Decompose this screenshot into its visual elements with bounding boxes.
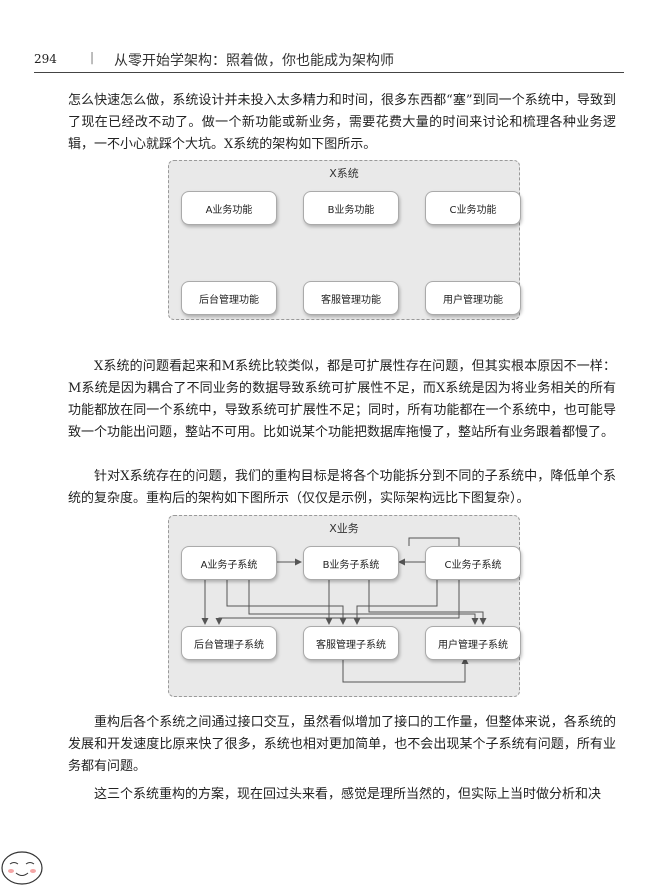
box-user-function: 用户管理功能 — [425, 281, 521, 315]
box-service-subsystem: 客服管理子系统 — [303, 626, 399, 660]
page-number: 294 — [34, 52, 57, 66]
figure-x-system: X系统 A业务功能 B业务功能 C业务功能 后台管理功能 客服管理功能 用户管理… — [168, 160, 521, 320]
paragraph-goal: 针对X系统存在的问题，我们的重构目标是将各个功能拆分到不同的子系统中，降低单个系… — [68, 469, 616, 506]
box-service-function: 客服管理功能 — [303, 281, 399, 315]
box-c-subsystem: C业务子系统 — [425, 546, 521, 580]
box-a-subsystem: A业务子系统 — [181, 546, 277, 580]
box-b-function: B业务功能 — [303, 191, 399, 225]
figure-title: X系统 — [329, 167, 359, 180]
page-header: 294 | 从零开始学架构：照着做，你也能成为架构师 — [34, 50, 624, 73]
box-a-function: A业务功能 — [181, 191, 277, 225]
paragraph-reflection: 这三个系统重构的方案，现在回过头来看，感觉是理所当然的，但实际上当时做分析和决 — [94, 787, 602, 802]
box-b-subsystem: B业务子系统 — [303, 546, 399, 580]
box-user-subsystem: 用户管理子系统 — [425, 626, 521, 660]
figure-title: X业务 — [329, 522, 359, 535]
figure-x-business: X业务 A业务子系统 B业务子系统 C业务子系统 后台管理子系统 客服管理子系统… — [168, 515, 521, 697]
box-admin-subsystem: 后台管理子系统 — [181, 626, 277, 660]
paragraph-problem: X系统的问题看起来和M系统比较类似，都是可扩展性存在问题，但其实根本原因不一样：… — [68, 359, 616, 440]
header-separator: | — [90, 50, 95, 64]
book-title: 从零开始学架构：照着做，你也能成为架构师 — [114, 53, 394, 69]
box-admin-function: 后台管理功能 — [181, 281, 277, 315]
paragraph-intro: 怎么快速怎么做，系统设计并未投入太多精力和时间，很多东西都“塞”到同一个系统中，… — [68, 93, 616, 152]
paragraph-result: 重构后各个系统之间通过接口交互，虽然看似增加了接口的工作量，但整体来说，各系统的… — [68, 715, 616, 774]
smiling-face-sticker-icon — [1, 851, 43, 885]
connector-arrows — [201, 537, 487, 683]
box-c-function: C业务功能 — [425, 191, 521, 225]
